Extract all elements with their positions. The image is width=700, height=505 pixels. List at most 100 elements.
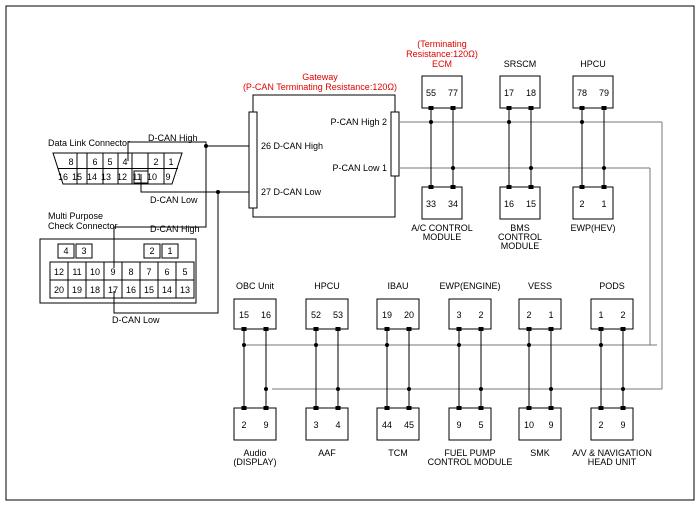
module-row3-body bbox=[305, 298, 349, 330]
mpcc-pin: 18 bbox=[90, 285, 100, 295]
module-top-pin: 79 bbox=[599, 88, 609, 98]
module-top-pin: 55 bbox=[426, 88, 436, 98]
module-row3-pin: 1 bbox=[548, 310, 553, 320]
mpcc-pin: 1 bbox=[167, 246, 172, 256]
module-row4-body bbox=[376, 407, 420, 441]
module-row4-pin: 45 bbox=[404, 420, 414, 430]
module-row3-name: OBC Unit bbox=[236, 281, 275, 291]
mpcc-pin: 19 bbox=[72, 285, 82, 295]
module-row3-name: PODS bbox=[599, 281, 625, 291]
module-row3-body bbox=[518, 298, 562, 330]
dlc-pin: 14 bbox=[87, 172, 97, 182]
dlc-pin: 8 bbox=[68, 157, 73, 167]
module-row4-body bbox=[590, 407, 634, 441]
module-row3-pin: 53 bbox=[333, 310, 343, 320]
junction-dot bbox=[429, 120, 433, 124]
dlc-pin: 13 bbox=[101, 172, 111, 182]
mpcc-pin: 13 bbox=[180, 285, 190, 295]
module-row4-pin: 9 bbox=[456, 420, 461, 430]
module-row4-pin: 10 bbox=[524, 420, 534, 430]
module-top: 55 77 bbox=[421, 75, 463, 110]
module-row3-pin: 2 bbox=[620, 310, 625, 320]
module-mid-name: CONTROL bbox=[498, 232, 542, 242]
gateway-connector-right bbox=[390, 111, 400, 177]
mpcc-pin: 15 bbox=[144, 285, 154, 295]
module-mid-pin: 16 bbox=[504, 199, 514, 209]
dlc-pin: 15 bbox=[72, 172, 82, 182]
module-top-body bbox=[499, 75, 541, 109]
module-row4-pin: 2 bbox=[598, 420, 603, 430]
module-row3-name: EWP(ENGINE) bbox=[439, 281, 500, 291]
dlc-dcan-low-label: D-CAN Low bbox=[150, 195, 198, 205]
module-row3-name: HPCU bbox=[314, 281, 340, 291]
mpcc-pin-cell bbox=[57, 243, 75, 259]
module-row4-body bbox=[305, 407, 349, 441]
gateway-body bbox=[252, 94, 396, 218]
module-row3-pin: 1 bbox=[598, 310, 603, 320]
module-row4-pin: 4 bbox=[335, 420, 340, 430]
gateway-connector-left bbox=[248, 111, 258, 209]
mpcc-pin: 5 bbox=[182, 267, 187, 277]
junction-dot bbox=[314, 343, 318, 347]
junction-dot bbox=[599, 343, 603, 347]
junction-dot bbox=[527, 343, 531, 347]
junction-dot bbox=[602, 166, 606, 170]
module-row4-name: A/V & NAVIGATION bbox=[572, 448, 652, 458]
module-mid-name: MODULE bbox=[501, 241, 540, 251]
mpcc-pin: 4 bbox=[63, 246, 68, 256]
junction-dot bbox=[336, 387, 340, 391]
module-row3-pin: 15 bbox=[239, 310, 249, 320]
mpcc-pin: 10 bbox=[90, 267, 100, 277]
dlc-pin: 4 bbox=[122, 157, 127, 167]
gateway-module: Gateway (P-CAN Terminating Resistance:12… bbox=[243, 72, 400, 218]
module-mid-body bbox=[572, 186, 614, 220]
dcan-wiring bbox=[113, 141, 249, 314]
dlc-pin: 10 bbox=[147, 172, 157, 182]
module-row3-name: IBAU bbox=[387, 281, 408, 291]
junction-dot bbox=[549, 387, 553, 391]
junction-dot bbox=[264, 387, 268, 391]
mpcc-pin-cell bbox=[75, 243, 93, 259]
dlc-pin: 2 bbox=[153, 157, 158, 167]
dlc-pin: 12 bbox=[117, 172, 127, 182]
module-row4-pin: 5 bbox=[478, 420, 483, 430]
mpcc-title-line1: Multi Purpose bbox=[48, 211, 103, 221]
module-row3-body bbox=[233, 298, 277, 330]
module-mid-pin: 34 bbox=[448, 199, 458, 209]
junction-dot bbox=[451, 166, 455, 170]
junction-dot bbox=[529, 166, 533, 170]
module-row4-body bbox=[518, 407, 562, 441]
module-row4-pin: 9 bbox=[263, 420, 268, 430]
diagram-frame bbox=[5, 5, 695, 501]
module-top-body bbox=[421, 75, 463, 109]
module-mid-pin: 33 bbox=[426, 199, 436, 209]
module-row4-pin: 2 bbox=[241, 420, 246, 430]
module-mid: 33 34 bbox=[421, 185, 463, 220]
gateway-pin-dcan-high: 26 D-CAN High bbox=[261, 141, 323, 151]
module-mid-body bbox=[499, 186, 541, 220]
module-row3-body bbox=[590, 298, 634, 330]
junction-dot bbox=[580, 120, 584, 124]
dlc-pin: 9 bbox=[165, 172, 170, 182]
mpcc-pin-cell bbox=[161, 243, 179, 259]
module-row4-name: CONTROL MODULE bbox=[428, 457, 513, 467]
mpcc-pin: 7 bbox=[146, 267, 151, 277]
module-mid-pin: 15 bbox=[526, 199, 536, 209]
module-row3-pin: 19 bbox=[382, 310, 392, 320]
junction-dot bbox=[479, 387, 483, 391]
module-row4-name: FUEL PUMP bbox=[444, 448, 495, 458]
mpcc-pin: 8 bbox=[128, 267, 133, 277]
module-top-pin: 77 bbox=[448, 88, 458, 98]
